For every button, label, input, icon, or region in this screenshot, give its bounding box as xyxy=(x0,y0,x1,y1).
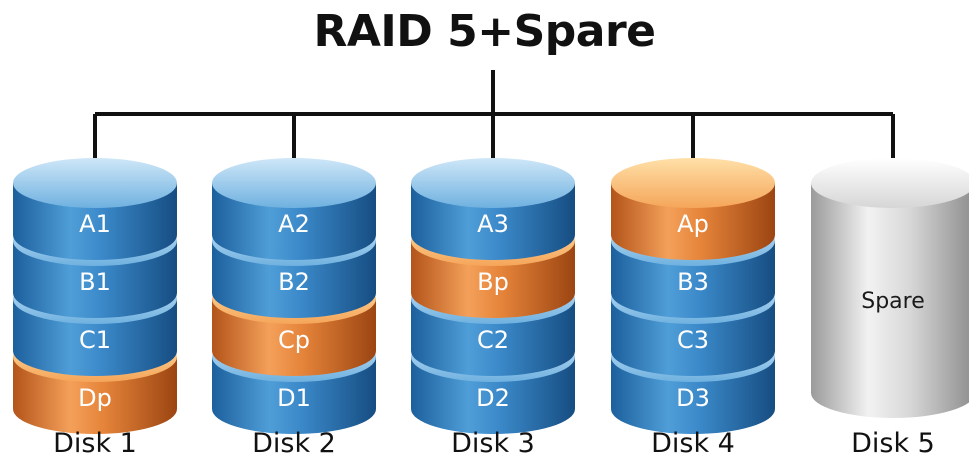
disk-3-cylinder: D2 C2 Bp A3 xyxy=(411,158,575,434)
disk-1-label: Disk 1 xyxy=(53,428,137,459)
segment-label: C2 xyxy=(477,326,509,354)
diagram-title: RAID 5+Spare xyxy=(313,6,656,57)
segment-label: A2 xyxy=(278,210,310,238)
segment-label: D1 xyxy=(277,384,311,412)
segment-label: Cp xyxy=(278,326,310,354)
segment-label: D2 xyxy=(476,384,510,412)
segment-label: Dp xyxy=(78,384,112,412)
segment-label: B2 xyxy=(278,268,310,296)
segment-label: C1 xyxy=(79,326,111,354)
data-block-a1: A1 xyxy=(13,158,177,260)
parity-block-ap: Ap xyxy=(611,158,775,260)
segment-label: A1 xyxy=(79,210,111,238)
data-block-a2: A2 xyxy=(212,158,376,260)
segment-label: B3 xyxy=(677,268,709,296)
segment-label: Spare xyxy=(861,289,925,314)
disk-2-label: Disk 2 xyxy=(252,428,336,459)
disk-1-cylinder: Dp C1 B1 A1 xyxy=(13,158,177,434)
segment-label: A3 xyxy=(477,210,509,238)
disk-5-cylinder: Spare xyxy=(811,158,969,418)
segment-label: B1 xyxy=(79,268,111,296)
connector-lines xyxy=(93,70,895,162)
disk-5-label: Disk 5 xyxy=(851,428,935,459)
segment-label: C3 xyxy=(677,326,709,354)
segment-label: Ap xyxy=(677,210,709,238)
disk-3-label: Disk 3 xyxy=(451,428,535,459)
segment-label: Bp xyxy=(477,268,509,296)
disk-2-cylinder: D1 Cp B2 A2 xyxy=(212,158,376,434)
disk-4-label: Disk 4 xyxy=(651,428,735,459)
spare-cylinder: Spare xyxy=(811,158,969,418)
data-block-a3: A3 xyxy=(411,158,575,260)
segment-label: D3 xyxy=(676,384,710,412)
disk-4-cylinder: D3 C3 B3 Ap xyxy=(611,158,775,434)
